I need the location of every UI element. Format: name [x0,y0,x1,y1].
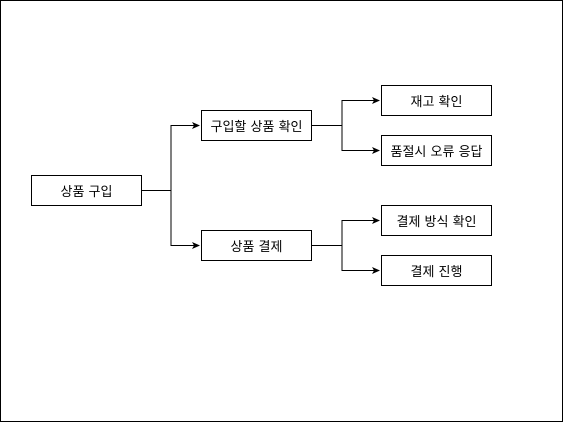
edge-root-to-check [142,122,200,191]
node-leaf-stock: 재고 확인 [381,85,492,116]
edge-check-to-sold [312,125,380,154]
node-leaf-soldout-error: 품절시 오류 응답 [381,135,492,166]
edge-pay-to-method [312,217,380,246]
node-leaf-payment-process: 결제 진행 [381,255,492,286]
node-leaf-payment-method: 결제 방식 확인 [381,205,492,236]
node-branch-pay: 상품 결제 [201,230,312,261]
edge-root-to-pay [142,190,200,249]
node-branch-check: 구입할 상품 확인 [201,110,312,141]
edge-pay-to-proc [312,245,380,274]
edge-check-to-stock [312,97,380,126]
node-root: 상품 구입 [31,175,142,206]
